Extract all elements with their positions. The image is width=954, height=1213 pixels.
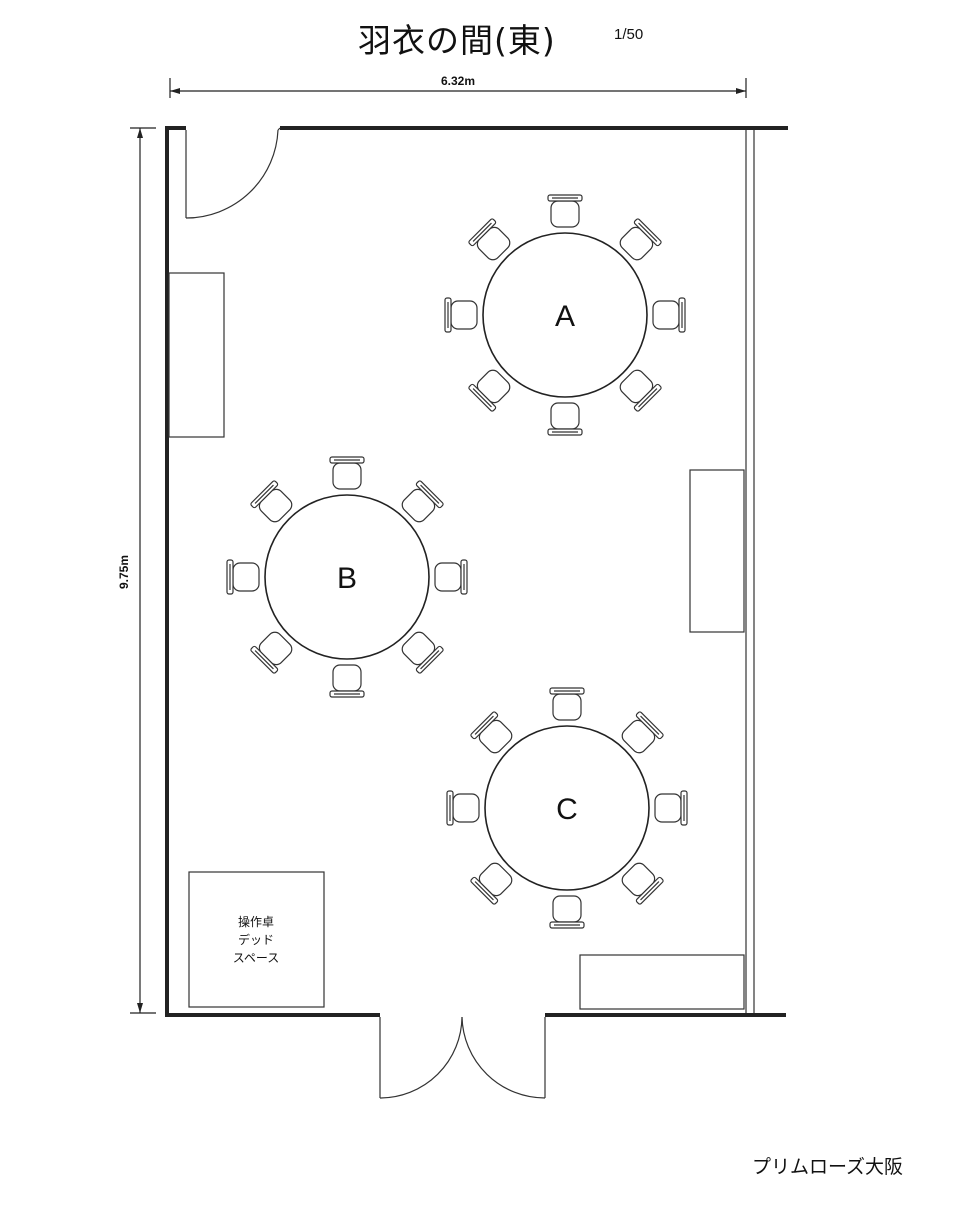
- arrow-down-icon: [137, 1003, 143, 1013]
- chair-icon: [549, 895, 585, 929]
- dead-space-line-3: スペース: [233, 951, 280, 965]
- scale-label: 1/50: [614, 26, 644, 43]
- chair-icon: [652, 297, 686, 333]
- chair-icon: [329, 456, 365, 490]
- depth-dimension: 9.75m: [117, 127, 156, 1014]
- arrow-up-icon: [137, 128, 143, 138]
- dead-space-box: 操作卓 デッド スペース: [188, 871, 325, 1008]
- width-label: 6.32m: [441, 74, 475, 88]
- chair-icon: [226, 559, 260, 595]
- dead-space-line-1: 操作卓: [238, 914, 274, 929]
- venue-brand: プリムローズ大阪: [752, 1156, 904, 1178]
- door-swing-icon: [185, 127, 281, 219]
- round-table-icon: [482, 232, 648, 398]
- table-label-a: A: [555, 300, 575, 333]
- chair-icon: [446, 790, 480, 826]
- table-a: A: [444, 194, 686, 436]
- arrow-right-icon: [736, 88, 746, 94]
- table-b: B: [226, 456, 468, 698]
- arrow-left-icon: [170, 88, 180, 94]
- chair-icon: [329, 664, 365, 698]
- table-c: C: [446, 687, 688, 929]
- right-cabinet: [689, 469, 745, 633]
- bottom-cabinet: [579, 954, 745, 1010]
- chair-icon: [547, 194, 583, 228]
- depth-label: 9.75m: [117, 555, 131, 589]
- dead-space-line-2: デッド: [238, 932, 274, 947]
- chair-icon: [444, 297, 478, 333]
- table-label-b: B: [337, 562, 357, 595]
- width-dimension: 6.32m: [169, 74, 747, 98]
- left-cabinet: [168, 272, 225, 438]
- title-bar: 羽衣の間(東) 1/50: [0, 10, 954, 60]
- room-walls: [165, 126, 788, 1017]
- round-table-icon: [264, 494, 430, 660]
- chair-icon: [434, 559, 468, 595]
- chair-icon: [549, 687, 585, 721]
- table-label-c: C: [556, 793, 578, 826]
- chair-icon: [654, 790, 688, 826]
- double-door-icon: [379, 1016, 546, 1099]
- round-table-icon: [484, 725, 650, 891]
- chair-icon: [547, 402, 583, 436]
- page-title: 羽衣の間(東): [358, 21, 556, 60]
